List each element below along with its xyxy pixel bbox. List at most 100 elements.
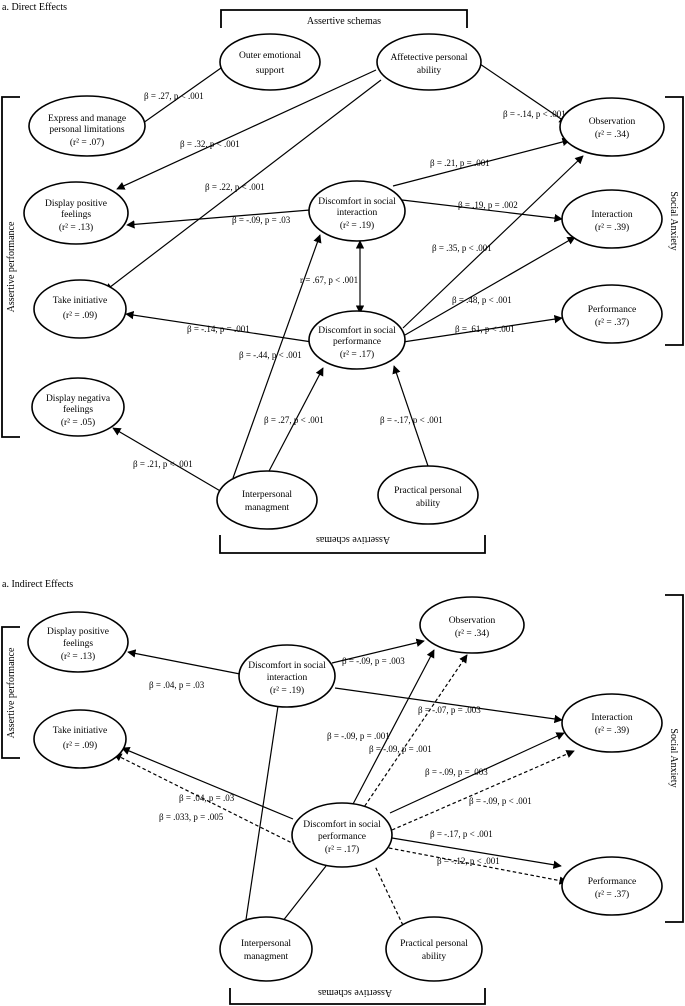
svg-text:managment: managment [245,503,290,513]
node-b-display-positive-feelings: Display positive feelings (r² = .13) [27,611,129,673]
node-b-take-initiative: Take initiative (r² = .09) [33,709,127,769]
svg-text:Performance: Performance [588,876,637,887]
label-discint-interaction: β = .19, p = .002 [458,200,518,210]
label-b-discint-interaction: β = -.07, p = .003 [418,705,481,715]
svg-text:(r² = .34): (r² = .34) [455,628,489,639]
node-performance: Performance (r² = .37) [561,284,663,344]
node-b-performance: Performance (r² = .37) [561,856,663,916]
edge-discint-to-interaction [401,199,563,223]
node-discomfort-social-interaction: Discomfort in social interaction (r² = .… [308,180,406,242]
svg-text:managment: managment [244,952,289,962]
svg-text:Assertive performance: Assertive performance [6,647,17,738]
assertive-schemas-bracket-b: Assertive schemas [229,987,486,1005]
node-interpersonal-management: Interpersonal managment [216,470,318,530]
edge-discint-to-observation [392,137,571,187]
label-b-discint-observation: β = -.09, p = .003 [342,656,405,666]
svg-text:performance: performance [333,336,381,347]
svg-text:Assertive schemas: Assertive schemas [307,16,381,27]
svg-text:Interpersonal: Interpersonal [242,490,292,500]
svg-text:(r² = .19): (r² = .19) [340,220,374,231]
svg-text:Discomfort in social: Discomfort in social [318,325,396,336]
svg-text:(r² = .07): (r² = .07) [70,137,104,148]
svg-text:Assertive performance: Assertive performance [6,221,17,312]
svg-text:(r² = .39): (r² = .39) [595,222,629,233]
label-outer-express: β = .27, p < .001 [144,91,204,101]
node-discomfort-social-performance: Discomfort in social performance (r² = .… [308,310,406,370]
svg-text:Social Anxiety: Social Anxiety [668,728,679,787]
edge-discperf-to-take-initiative [125,310,313,343]
edge-b-discint-to-interpersonal [243,705,279,934]
label-interpersonal-discint: β = -.44, p < .001 [239,350,302,360]
svg-text:personal limitations: personal limitations [49,125,125,135]
edge-b-discint-to-observation [331,638,425,664]
svg-text:Interaction: Interaction [591,713,632,723]
label-affective-display: β = .32, p < .001 [180,139,240,149]
label-discperf-observation: β = .35, p < .001 [432,243,492,253]
label-affective-observation: β = -.14, p < .001 [503,109,566,119]
node-outer-emotional-support: Outer emotional support [219,33,321,91]
edge-discperf-to-performance [402,314,563,343]
label-discint-observation: β = .21, p = .001 [430,158,490,168]
label-b-interp-take: β = .033, p = .005 [159,812,224,822]
edge-b-discperf-to-interaction [389,732,565,814]
label-b-discint-display: β = .04, p = .03 [149,680,205,690]
node-b-practical-personal-ability: Practical personal ability [385,916,483,982]
indirect-effects-nodes: Observation (r² = .34) Display positive … [27,596,663,982]
indirect-effects-title: a. Indirect Effects [2,579,73,590]
svg-text:Display positive: Display positive [45,199,107,209]
svg-text:feelings: feelings [63,404,93,415]
node-take-initiative: Take initiative (r² = .09) [33,279,127,339]
svg-text:(r² = .39): (r² = .39) [595,725,629,736]
svg-text:Discomfort in social: Discomfort in social [303,819,381,830]
svg-text:Take initiative: Take initiative [53,726,107,736]
node-affective-personal-ability: Affetective personal ability [376,33,482,91]
node-observation: Observation (r² = .34) [559,97,665,157]
edge-b-discperf-to-interaction-dashed [391,750,575,831]
edge-discint-to-display-positive [126,209,311,229]
assertive-performance-bracket: Assertive performance [1,96,20,438]
edge-interpersonal-to-display-negative [112,427,223,493]
svg-text:(r² = .17): (r² = .17) [325,844,359,855]
svg-text:Display positive: Display positive [47,627,109,637]
assertive-schemas-top-bracket: Assertive schemas [220,9,468,28]
node-b-discomfort-social-interaction: Discomfort in social interaction (r² = .… [238,644,336,708]
svg-text:feelings: feelings [61,209,91,220]
direct-effects-nodes: Outer emotional support Affetective pers… [23,33,665,530]
svg-text:Outer emotional: Outer emotional [239,51,301,61]
svg-text:(r² = .37): (r² = .37) [595,317,629,328]
svg-text:Performance: Performance [588,304,637,315]
svg-text:Affetective personal: Affetective personal [390,52,467,63]
svg-text:(r² = .19): (r² = .19) [270,685,304,696]
indirect-effects-edge-labels: β = .04, p = .03 β = -.09, p = .003 β = … [149,656,532,866]
edge-b-discint-to-display [127,649,241,675]
node-display-negative-feelings: Display negativa feelings (r² = .05) [31,377,125,437]
svg-text:(r² = .05): (r² = .05) [61,417,95,428]
label-discperf-take: β = -.14, p = .001 [187,324,250,334]
label-b-discperf-performance: β = -.17, p < .001 [430,829,493,839]
edge-b-discperf-to-performance [391,837,562,869]
edge-discperf-to-interaction [404,236,576,336]
svg-text:Interaction: Interaction [591,210,632,220]
node-display-positive-feelings: Display positive feelings (r² = .13) [23,181,129,245]
edge-affective-to-display-positive [116,69,377,190]
edge-b-practical-to-performance [388,847,568,885]
node-b-observation: Observation (r² = .34) [419,596,525,654]
label-b-discperf-take: β = .04, p = .03 [179,793,235,803]
svg-text:Display negativa: Display negativa [46,394,111,404]
assertive-performance-bracket-b: Assertive performance [1,626,20,759]
edge-affective-to-take-initiative [104,79,382,292]
svg-text:Take initiative: Take initiative [53,296,107,306]
label-discperf-performance: β = .61, p < .001 [455,324,515,334]
edge-b-discperf-to-observation-dashed [357,654,468,817]
svg-text:(r² = .37): (r² = .37) [595,889,629,900]
label-correlation: r = .67, p < .001 [300,275,358,285]
svg-text:Interpersonal: Interpersonal [241,939,291,949]
label-b-09-001-b: β = -.09, p = .001 [369,744,432,754]
svg-text:Practical personal: Practical personal [400,939,468,949]
edge-outer-to-express [135,67,222,129]
label-discperf-interaction: β = .48, p < .001 [452,295,512,305]
direct-effects-edge-labels: β = .27, p < .001 β = -.14, p < .001 β =… [133,91,566,469]
node-b-interpersonal-management: Interpersonal managment [219,916,313,982]
svg-text:ability: ability [422,952,447,962]
svg-text:Social Anxiety: Social Anxiety [668,191,679,250]
